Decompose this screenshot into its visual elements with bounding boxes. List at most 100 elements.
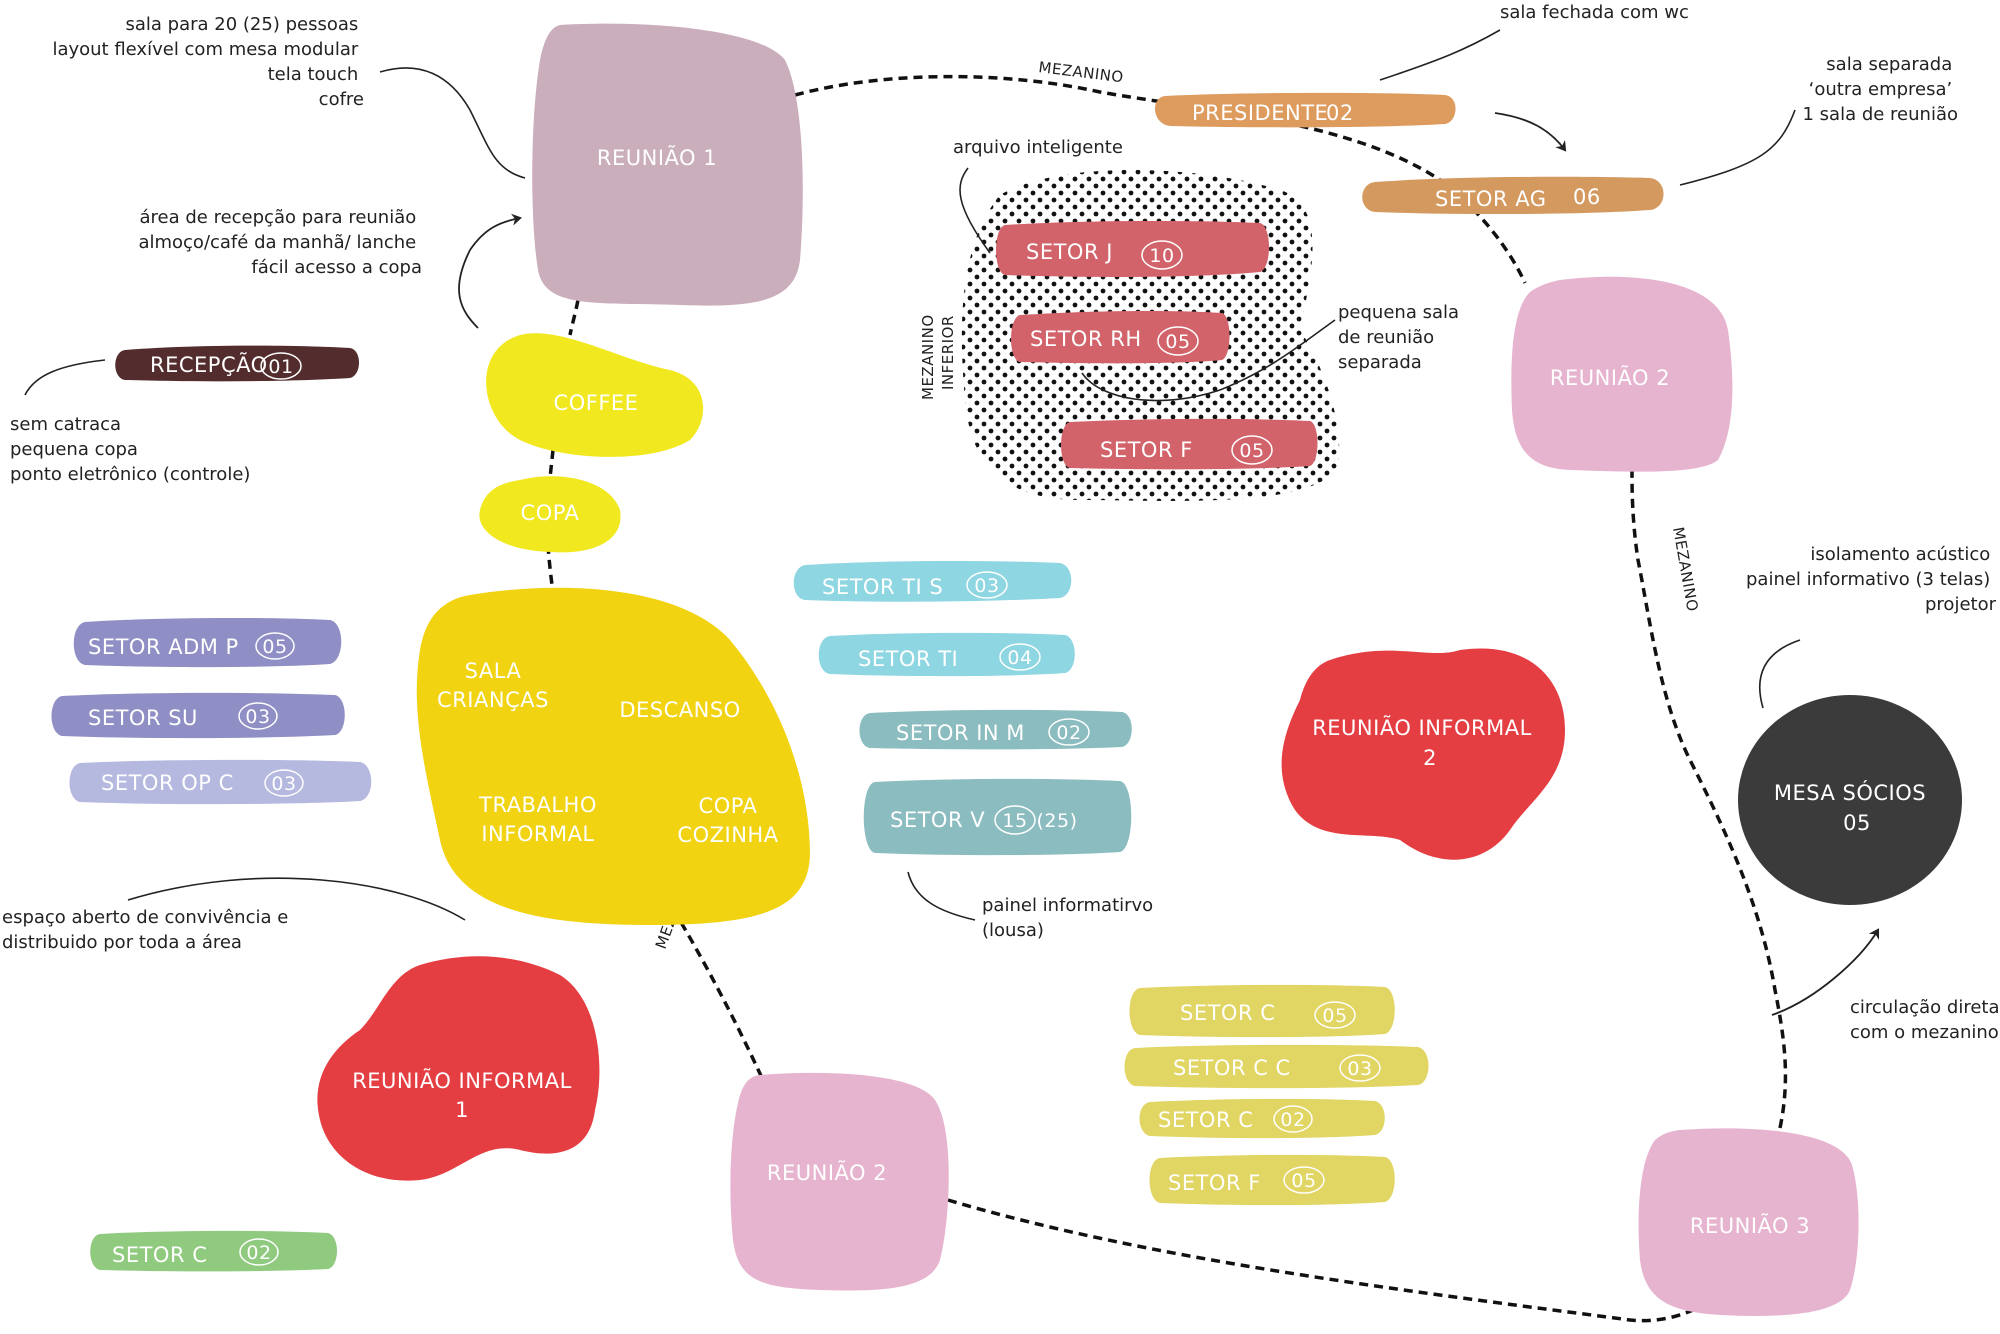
setor-v-name: SETOR V bbox=[890, 808, 985, 832]
open-sala-criancas-l2: CRIANÇAS bbox=[437, 688, 549, 712]
reuniao-3-shape[interactable] bbox=[1638, 1128, 1859, 1316]
reuniao-informal-2-shape[interactable] bbox=[1281, 648, 1565, 860]
note-pequena-sala: pequena sala de reunião separada bbox=[1338, 302, 1465, 373]
coffee-label: COFFEE bbox=[554, 391, 639, 415]
note-recepcao: sem catraca pequena copa ponto eletrônic… bbox=[10, 414, 250, 485]
setor-in-m-badge bbox=[1048, 718, 1090, 746]
setor-rh-stroke[interactable] bbox=[1011, 310, 1230, 364]
setor-rh-count: 05 bbox=[1165, 331, 1190, 353]
setor-c-2-badge bbox=[1273, 1105, 1313, 1133]
reuniao-1-shape[interactable] bbox=[532, 23, 803, 306]
setor-ag-count: 06 bbox=[1573, 185, 1601, 209]
setor-in-m-count: 02 bbox=[1056, 722, 1081, 744]
mezanino-label-right: MEZANINO bbox=[1669, 526, 1702, 613]
setor-op-c-count: 03 bbox=[271, 773, 296, 795]
reuniao-informal-1-l1: REUNIÃO INFORMAL bbox=[352, 1067, 572, 1093]
setor-j-stroke[interactable] bbox=[996, 220, 1269, 277]
reuniao-informal-2-l2: 2 bbox=[1423, 746, 1437, 770]
setor-c-1-name: SETOR C bbox=[1180, 1001, 1275, 1025]
reuniao-1-label: REUNIÃO 1 bbox=[597, 144, 717, 170]
setor-rh-name: SETOR RH bbox=[1030, 327, 1142, 351]
setor-f-mez-count: 05 bbox=[1239, 440, 1264, 462]
reuniao-2-top-label: REUNIÃO 2 bbox=[1550, 364, 1670, 390]
note-setor-ag: sala separada ‘outra empresa’ 1 sala de … bbox=[1803, 54, 1959, 125]
setor-ti-stroke[interactable] bbox=[818, 632, 1075, 677]
setor-f-bottom-count: 05 bbox=[1291, 1170, 1316, 1192]
setor-rh-badge bbox=[1157, 326, 1199, 356]
setor-j-count: 10 bbox=[1149, 245, 1174, 267]
setor-c-2-name: SETOR C bbox=[1158, 1108, 1253, 1132]
setor-f-bottom-stroke[interactable] bbox=[1149, 1154, 1395, 1206]
open-copa-cozinha-l1: COPA bbox=[699, 794, 758, 818]
setor-f-mez-badge bbox=[1231, 435, 1273, 465]
setor-c-green-count: 02 bbox=[246, 1242, 271, 1264]
mesa-socios-shape[interactable] bbox=[1738, 695, 1962, 905]
mezanino-inferior-label-2: INFERIOR bbox=[939, 315, 957, 390]
reuniao-informal-1-l2: 1 bbox=[455, 1098, 469, 1122]
arrow-recepcao-reuniao1 bbox=[458, 213, 522, 329]
setor-in-m-name: SETOR IN M bbox=[896, 721, 1025, 745]
setor-c-1-stroke[interactable] bbox=[1129, 984, 1395, 1038]
setor-j-name: SETOR J bbox=[1026, 240, 1113, 264]
open-sala-criancas-l1: SALA bbox=[465, 659, 522, 683]
setor-ag-name: SETOR AG bbox=[1435, 187, 1547, 211]
setor-ti-s-stroke[interactable] bbox=[793, 560, 1072, 602]
note-reuniao1: sala para 20 (25) pessoas layout flexíve… bbox=[52, 14, 364, 110]
open-descanso: DESCANSO bbox=[619, 698, 740, 722]
open-trabalho-l1: TRABALHO bbox=[478, 793, 597, 817]
setor-su-name: SETOR SU bbox=[88, 706, 198, 730]
mezanino-inferior-label-1: MEZANINO bbox=[919, 314, 937, 400]
recepcao-badge bbox=[260, 352, 302, 380]
setor-ti-s-count: 03 bbox=[974, 575, 999, 597]
note-arquivo: arquivo inteligente bbox=[953, 137, 1123, 158]
coffee-shape[interactable] bbox=[486, 333, 704, 457]
setor-adm-p-stroke[interactable] bbox=[73, 617, 342, 668]
note-recepcao-area: área de recepção para reunião almoço/caf… bbox=[138, 207, 422, 278]
setor-v-stroke[interactable] bbox=[863, 778, 1132, 856]
setor-adm-p-name: SETOR ADM P bbox=[88, 635, 239, 659]
presidente-count: 02 bbox=[1326, 101, 1354, 125]
setor-c-c-name: SETOR C C bbox=[1173, 1056, 1291, 1080]
setor-f-bottom-badge bbox=[1283, 1166, 1325, 1194]
setor-c-green-stroke[interactable] bbox=[90, 1230, 337, 1272]
path-reuniao3-right bbox=[1630, 469, 1788, 1129]
note-painel: painel informatirvo (lousa) bbox=[982, 895, 1159, 941]
arrow-circulacao-socios bbox=[1771, 928, 1880, 1016]
setor-c-1-badge bbox=[1314, 1001, 1356, 1029]
setor-ti-name: SETOR TI bbox=[858, 647, 958, 671]
path-reuniao1-coffee bbox=[568, 299, 580, 336]
arrow-presidente-ag bbox=[1494, 112, 1567, 152]
reuniao-2-bottom-label: REUNIÃO 2 bbox=[767, 1159, 887, 1185]
mesa-socios-l2: 05 bbox=[1843, 811, 1871, 835]
setor-c-2-stroke[interactable] bbox=[1139, 1098, 1385, 1139]
reuniao-2-bottom-shape[interactable] bbox=[730, 1072, 949, 1291]
path-coffee-copa bbox=[548, 449, 555, 479]
setor-c-c-count: 03 bbox=[1347, 1058, 1372, 1080]
setor-ag-stroke[interactable] bbox=[1362, 176, 1664, 215]
setor-ti-count: 04 bbox=[1007, 647, 1032, 669]
reuniao-informal-2-l1: REUNIÃO INFORMAL bbox=[1312, 714, 1532, 740]
open-copa-cozinha-l2: COZINHA bbox=[677, 823, 778, 847]
setor-c-green-name: SETOR C bbox=[112, 1243, 207, 1267]
open-convivencia-shape[interactable] bbox=[416, 587, 810, 925]
setor-su-badge bbox=[238, 702, 278, 730]
setor-op-c-badge bbox=[264, 769, 304, 797]
setor-ti-s-badge bbox=[966, 571, 1008, 599]
reuniao-informal-1-shape[interactable] bbox=[317, 956, 600, 1181]
setor-f-bottom-name: SETOR F bbox=[1168, 1171, 1261, 1195]
presidente-stroke[interactable] bbox=[1154, 92, 1456, 128]
setor-c-1-count: 05 bbox=[1322, 1005, 1347, 1027]
note-socios: isolamento acústico painel informativo (… bbox=[1746, 544, 1997, 615]
reuniao-2-top-shape[interactable] bbox=[1511, 276, 1733, 472]
setor-su-stroke[interactable] bbox=[51, 692, 345, 739]
path-reuniao2-reuniao3 bbox=[947, 1198, 1742, 1323]
recepcao-name: RECEPÇÃO bbox=[150, 351, 268, 377]
open-trabalho-l2: INFORMAL bbox=[481, 822, 594, 846]
setor-f-mez-name: SETOR F bbox=[1100, 438, 1193, 462]
setor-f-mez-stroke[interactable] bbox=[1061, 418, 1318, 470]
setor-ti-badge bbox=[999, 643, 1041, 671]
copa-shape[interactable] bbox=[479, 476, 621, 553]
leader-lines bbox=[24, 29, 1880, 1016]
reuniao-3-label: REUNIÃO 3 bbox=[1690, 1212, 1810, 1238]
